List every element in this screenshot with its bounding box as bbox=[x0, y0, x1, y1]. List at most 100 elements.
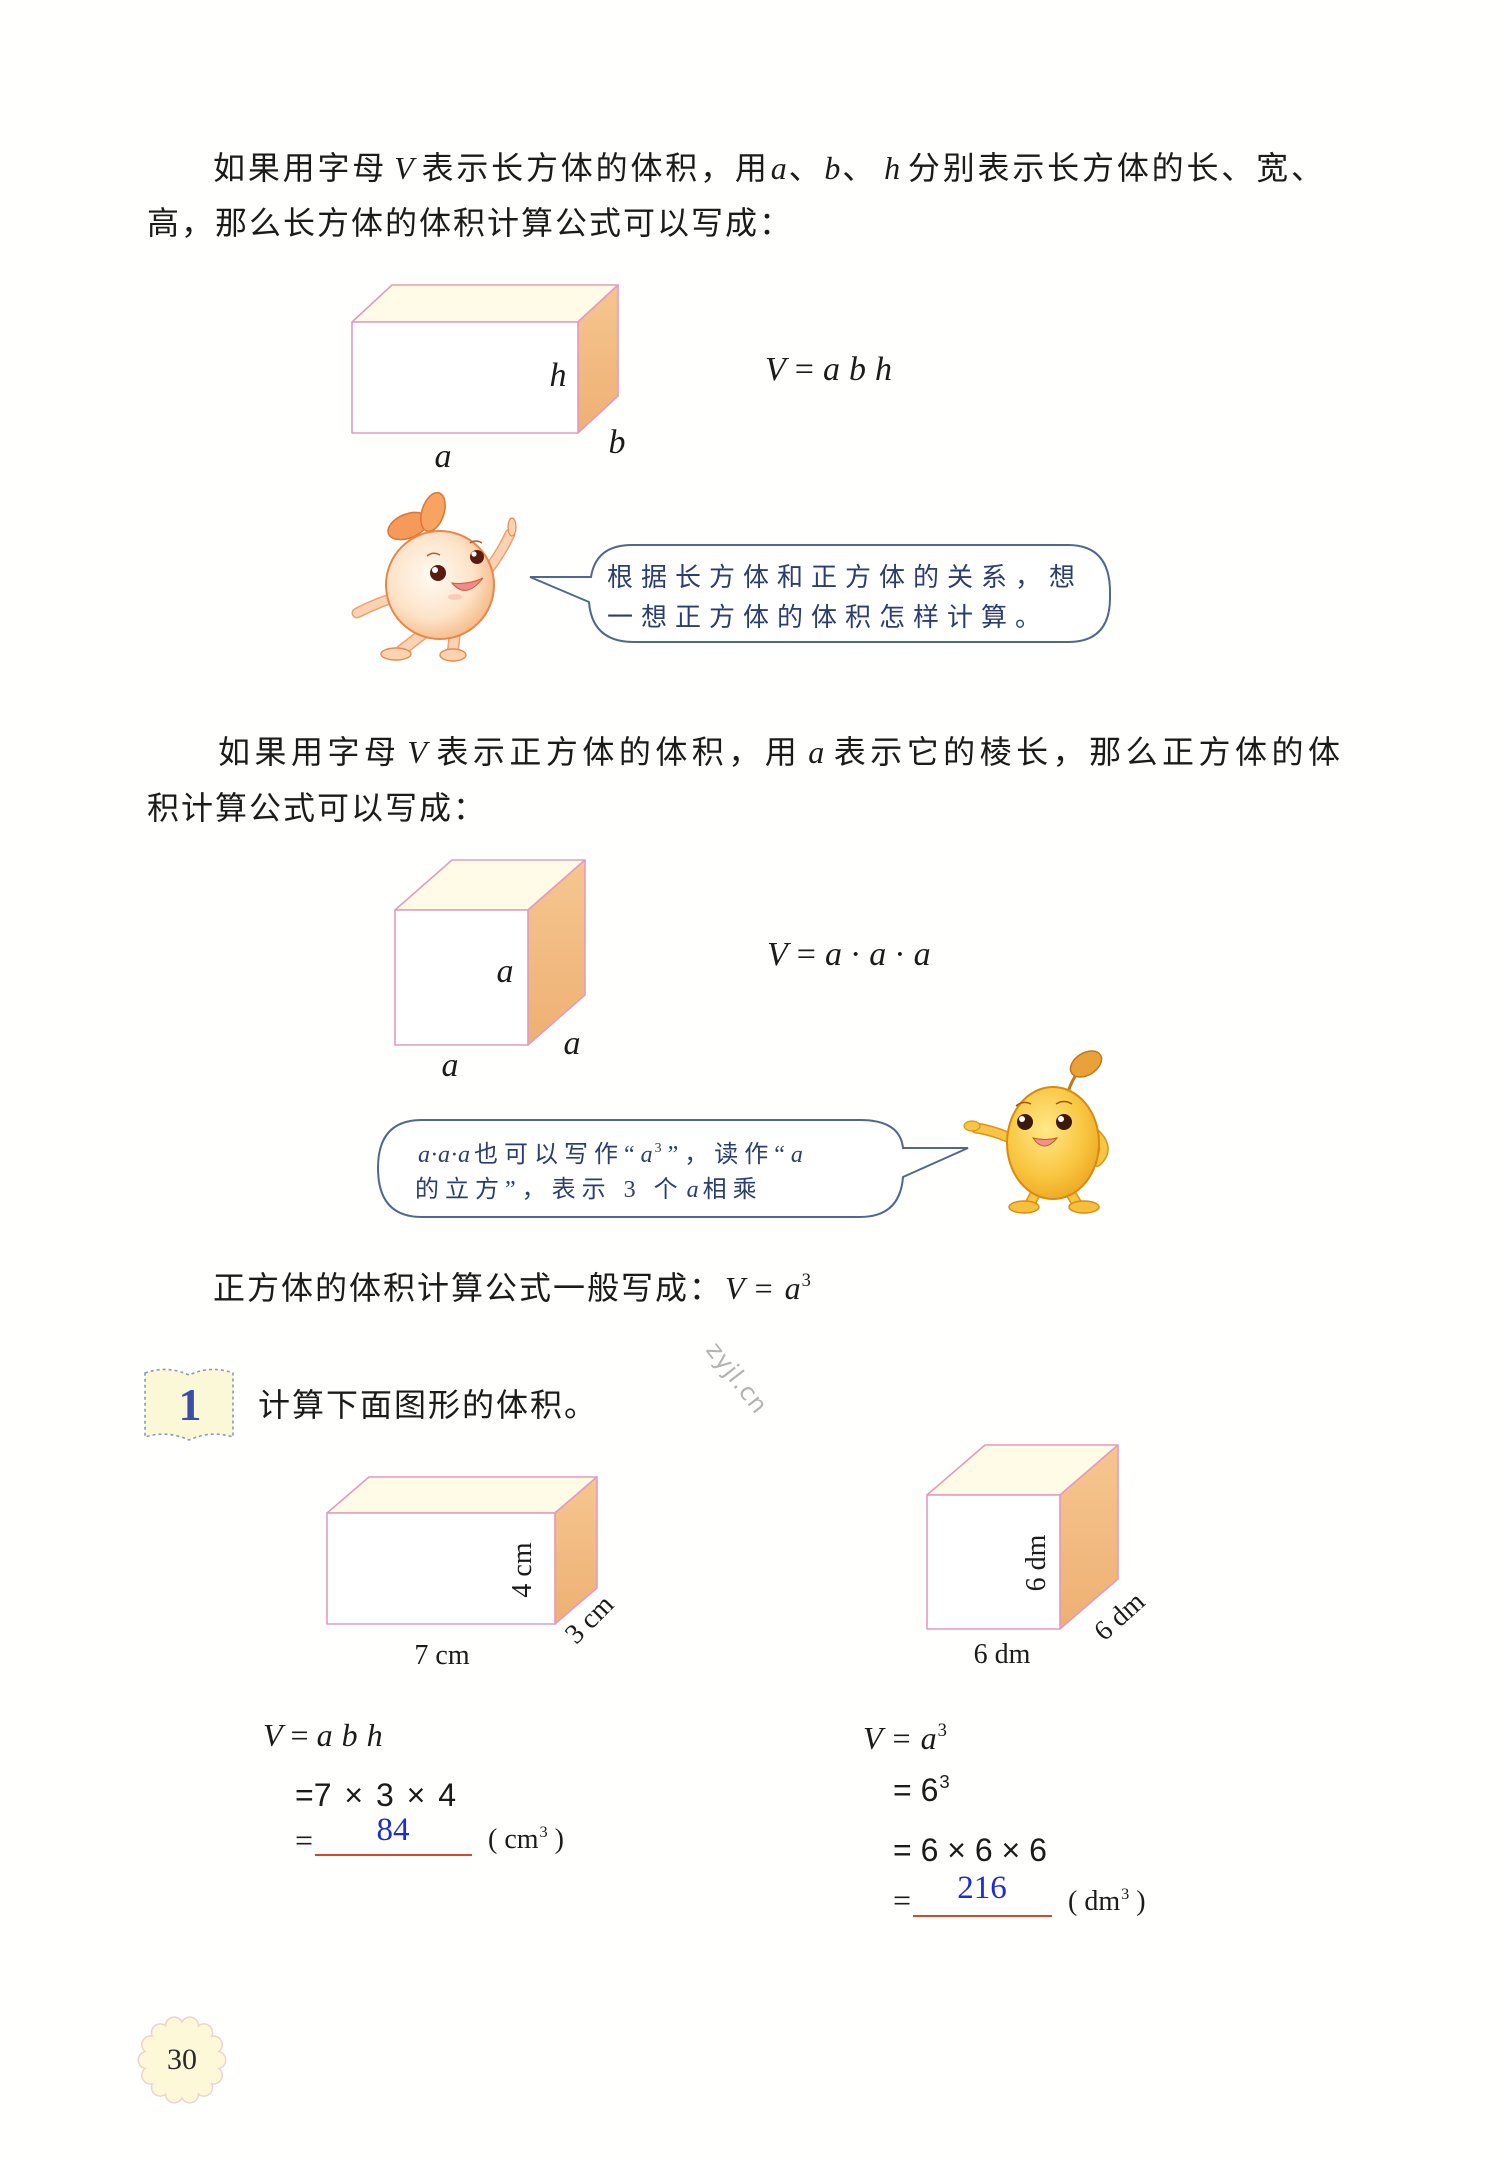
cube-solution-line-2: = 63 bbox=[893, 1770, 950, 1810]
text-segment: 表示长方体的体积，用 bbox=[420, 150, 770, 186]
formula-var: a bbox=[920, 1720, 937, 1756]
text-segment: 如果用字母 bbox=[218, 734, 401, 770]
equals-sign: = bbox=[796, 936, 816, 973]
exercise-cube-diagram bbox=[926, 1444, 1119, 1630]
exponent: 3 bbox=[939, 1771, 950, 1793]
exercise-cube-height-label: 6 dm bbox=[1021, 1534, 1052, 1592]
math-variable: a bbox=[686, 1177, 700, 1203]
exercise-number: 1 bbox=[178, 1379, 202, 1430]
equals-sign: = bbox=[290, 1717, 309, 1753]
formula-var: h bbox=[366, 1717, 383, 1753]
equals-sign: = bbox=[754, 1270, 775, 1306]
math-variable: a bbox=[784, 1270, 801, 1306]
cuboid-paragraph-line-2: 高，那么长方体的体积计算公式可以写成： bbox=[147, 195, 793, 251]
cube-length-label: a bbox=[441, 1047, 459, 1084]
math-variable: h bbox=[884, 150, 901, 186]
formula-lhs: V bbox=[767, 936, 788, 973]
cuboid-answer-underline bbox=[315, 1854, 472, 1856]
equals-sign: = bbox=[794, 351, 814, 388]
unit-text: ) bbox=[547, 1824, 564, 1855]
formula-var: h bbox=[874, 351, 892, 388]
math-variable: a bbox=[808, 734, 825, 770]
formula-var: b bbox=[848, 351, 866, 388]
page-number: 30 bbox=[167, 2043, 197, 2076]
cube-solution-line-4-equals: = bbox=[893, 1882, 912, 1918]
formula-var: a bbox=[824, 936, 842, 973]
cuboid-diagram bbox=[351, 284, 619, 434]
math-variable: a bbox=[770, 150, 787, 186]
text-segment: 表示正方体的体积，用 bbox=[433, 734, 802, 770]
math-variable: a bbox=[640, 1142, 654, 1168]
cube-answer-underline bbox=[913, 1915, 1052, 1917]
cube-answer-value: 216 bbox=[957, 1870, 1007, 1906]
cuboid-solution-line-3-equals: = bbox=[295, 1822, 314, 1858]
text-segment: 相乘 bbox=[702, 1177, 763, 1203]
text-segment: 也可以写作“ bbox=[474, 1142, 641, 1168]
base-number: 6 bbox=[920, 1772, 939, 1808]
dot-operator: · bbox=[894, 936, 906, 973]
cube-paragraph-line-2: 积计算公式可以写成： bbox=[147, 780, 487, 836]
peach-mascot-illustration bbox=[351, 491, 517, 662]
math-variable: V bbox=[394, 150, 414, 186]
cuboid-width-label: b bbox=[608, 424, 626, 461]
math-variable: V bbox=[725, 1270, 745, 1306]
cube-volume-formula: V=a·a·a bbox=[767, 933, 931, 977]
formula-var: a bbox=[822, 351, 840, 388]
formula-lhs: V bbox=[263, 1717, 283, 1753]
text-segment: 、 bbox=[841, 150, 878, 186]
text-segment: 积计算公式可以写成： bbox=[147, 790, 488, 826]
math-variable: b bbox=[824, 150, 841, 186]
exercise-title: 计算下面图形的体积。 bbox=[258, 1387, 599, 1423]
formula-var: a bbox=[316, 1717, 333, 1753]
formula-var: b bbox=[341, 1717, 358, 1753]
exercise-number-badge bbox=[144, 1368, 234, 1441]
math-variable: V bbox=[407, 734, 427, 770]
text-segment: 、 bbox=[787, 150, 824, 186]
exercise-cuboid-height-label: 4 cm bbox=[507, 1542, 538, 1598]
text-segment: 表示它的棱长，那么正方体的体 bbox=[831, 734, 1342, 770]
formula-var: a bbox=[869, 936, 887, 973]
exercise-cube-length-label: 6 dm bbox=[973, 1639, 1031, 1670]
cuboid-answer-unit: ( cm3 ) bbox=[488, 1823, 564, 1857]
dot-operator: · bbox=[849, 936, 862, 973]
hint-bubble-line-1: 根据长方体和正方体的关系，想 bbox=[607, 563, 1084, 592]
cube-answer-unit: ( dm3 ) bbox=[1068, 1885, 1146, 1919]
hint-speech-bubble bbox=[529, 544, 1111, 643]
math-variable: a bbox=[790, 1142, 804, 1168]
unit-text: ) bbox=[1129, 1886, 1146, 1917]
hint-bubble-line-2: 一想正方体的体积怎样计算。 bbox=[607, 603, 1050, 632]
page-number-badge bbox=[137, 2016, 227, 2104]
equals-sign: = bbox=[893, 1772, 921, 1808]
exponent: 3 bbox=[937, 1720, 947, 1742]
potato-mascot-illustration bbox=[963, 1050, 1109, 1214]
cuboid-length-label: a bbox=[434, 438, 452, 475]
text-segment: 的立方”，表示 3 个 bbox=[415, 1177, 684, 1203]
exercise-cuboid-length-label: 7 cm bbox=[414, 1640, 470, 1671]
cuboid-answer-value: 84 bbox=[376, 1812, 410, 1848]
text-segment: 如果用字母 bbox=[213, 150, 388, 186]
cube-diagram bbox=[394, 859, 586, 1046]
text-segment: 正方体的体积计算公式一般写成： bbox=[213, 1270, 724, 1306]
exponent: 3 bbox=[801, 1270, 813, 1292]
cube-general-formula-line: 正方体的体积计算公式一般写成：V=a3 bbox=[213, 1260, 813, 1316]
text-segment: 分别表示长方体的长、宽、 bbox=[907, 150, 1325, 186]
unit-exponent: 3 bbox=[539, 1822, 548, 1841]
cube-depth-label: a bbox=[563, 1025, 581, 1062]
exponent: 3 bbox=[654, 1141, 668, 1157]
text-segment: ”，读作“ bbox=[667, 1142, 791, 1168]
cuboid-height-label: h bbox=[549, 357, 567, 394]
cube-height-label: a bbox=[496, 953, 514, 990]
unit-text: ( cm bbox=[488, 1824, 539, 1855]
exercise-cuboid-diagram bbox=[326, 1476, 598, 1625]
cube-solution-line-3: = 6 × 6 × 6 bbox=[893, 1832, 1047, 1868]
cuboid-solution-line-2: =7 × 3 × 4 bbox=[295, 1777, 457, 1813]
note-speech-bubble bbox=[376, 1119, 969, 1218]
formula-var: a bbox=[913, 936, 931, 973]
math-expression: a·a·a bbox=[418, 1142, 471, 1168]
